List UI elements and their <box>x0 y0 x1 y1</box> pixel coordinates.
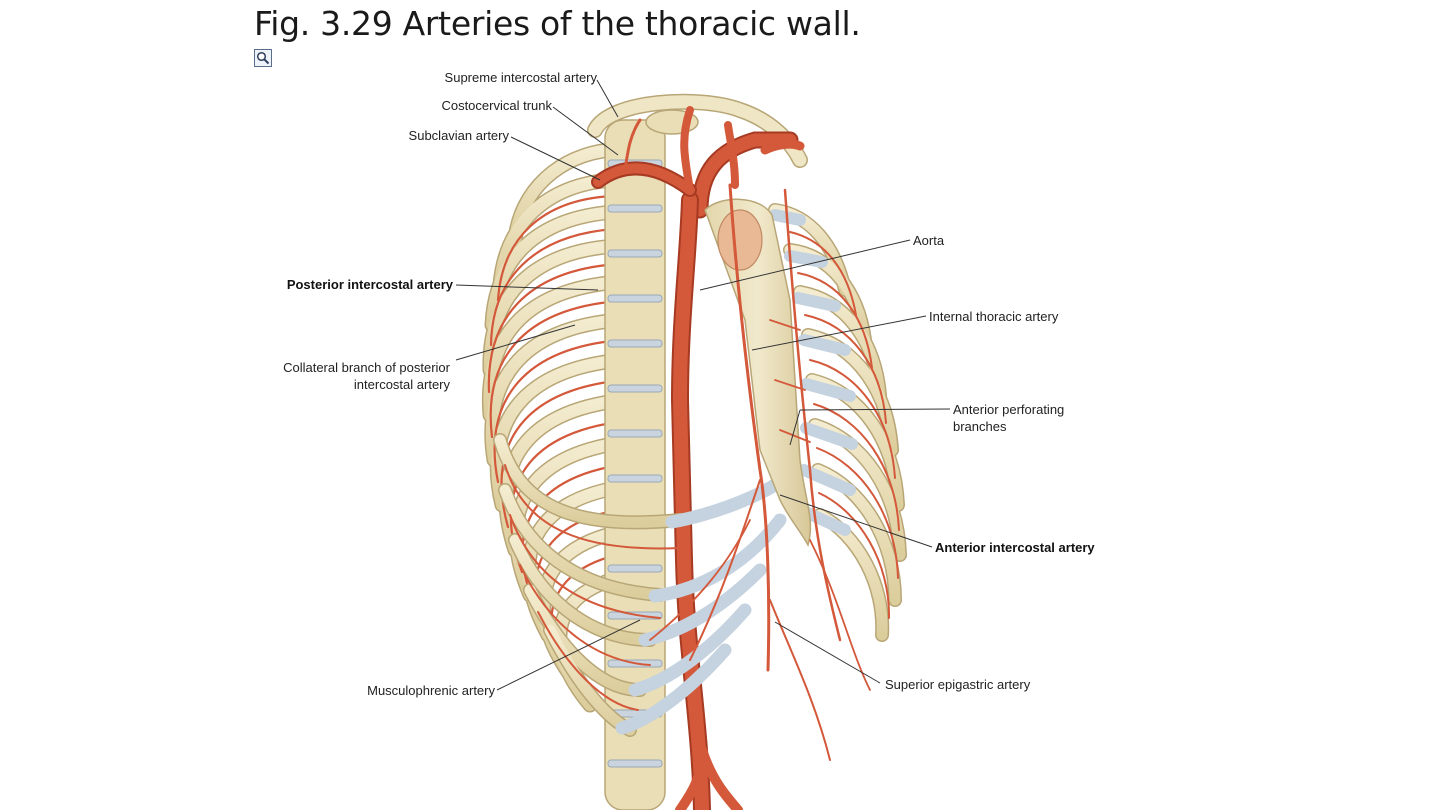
leader-internal-thoracic <box>751 315 927 351</box>
aorta <box>670 131 799 810</box>
label-posterior-intercostal-artery: Posterior intercostal artery <box>286 277 453 292</box>
label-anterior-perforating-line1: Anterior perforating <box>953 402 1065 417</box>
label-anterior-intercostal-artery: Anterior intercostal artery <box>935 540 1095 555</box>
leader-lines <box>455 79 951 691</box>
figure-title: Fig. 3.29 Arteries of the thoracic wall. <box>254 4 861 43</box>
leader-supreme-intercostal <box>596 79 619 118</box>
leader-musculophrenic <box>496 619 641 691</box>
internal-thoracic-artery <box>649 183 871 761</box>
leader-anterior-perforating-tick <box>789 409 801 446</box>
label-aorta: Aorta <box>913 233 945 248</box>
label-musculophrenic-artery: Musculophrenic artery <box>367 683 495 698</box>
label-superior-epigastric-artery: Superior epigastric artery <box>885 677 1031 692</box>
leader-aorta <box>699 239 911 291</box>
leader-anterior-intercostal <box>779 494 933 548</box>
label-internal-thoracic-artery: Internal thoracic artery <box>929 309 1059 324</box>
label-collateral-branch-line1: Collateral branch of posterior <box>283 360 450 375</box>
magnifier-icon <box>256 51 270 65</box>
leader-posterior-intercostal <box>455 284 599 291</box>
leader-subclavian <box>510 136 601 181</box>
zoom-button[interactable] <box>254 49 272 67</box>
label-anterior-perforating-line2: branches <box>953 419 1007 434</box>
anterior-ribs <box>768 203 907 642</box>
label-costocervical-trunk: Costocervical trunk <box>441 98 552 113</box>
sternum <box>704 198 812 548</box>
label-supreme-intercostal-artery: Supreme intercostal artery <box>444 70 597 85</box>
leader-collateral-branch <box>455 324 576 361</box>
leader-costocervical <box>552 106 619 156</box>
label-subclavian-artery: Subclavian artery <box>408 128 509 143</box>
subclavian-arteries <box>591 106 805 197</box>
label-collateral-branch-line2: intercostal artery <box>353 377 450 392</box>
leader-anterior-perforating <box>799 408 951 411</box>
leader-superior-epigastric <box>774 621 881 684</box>
